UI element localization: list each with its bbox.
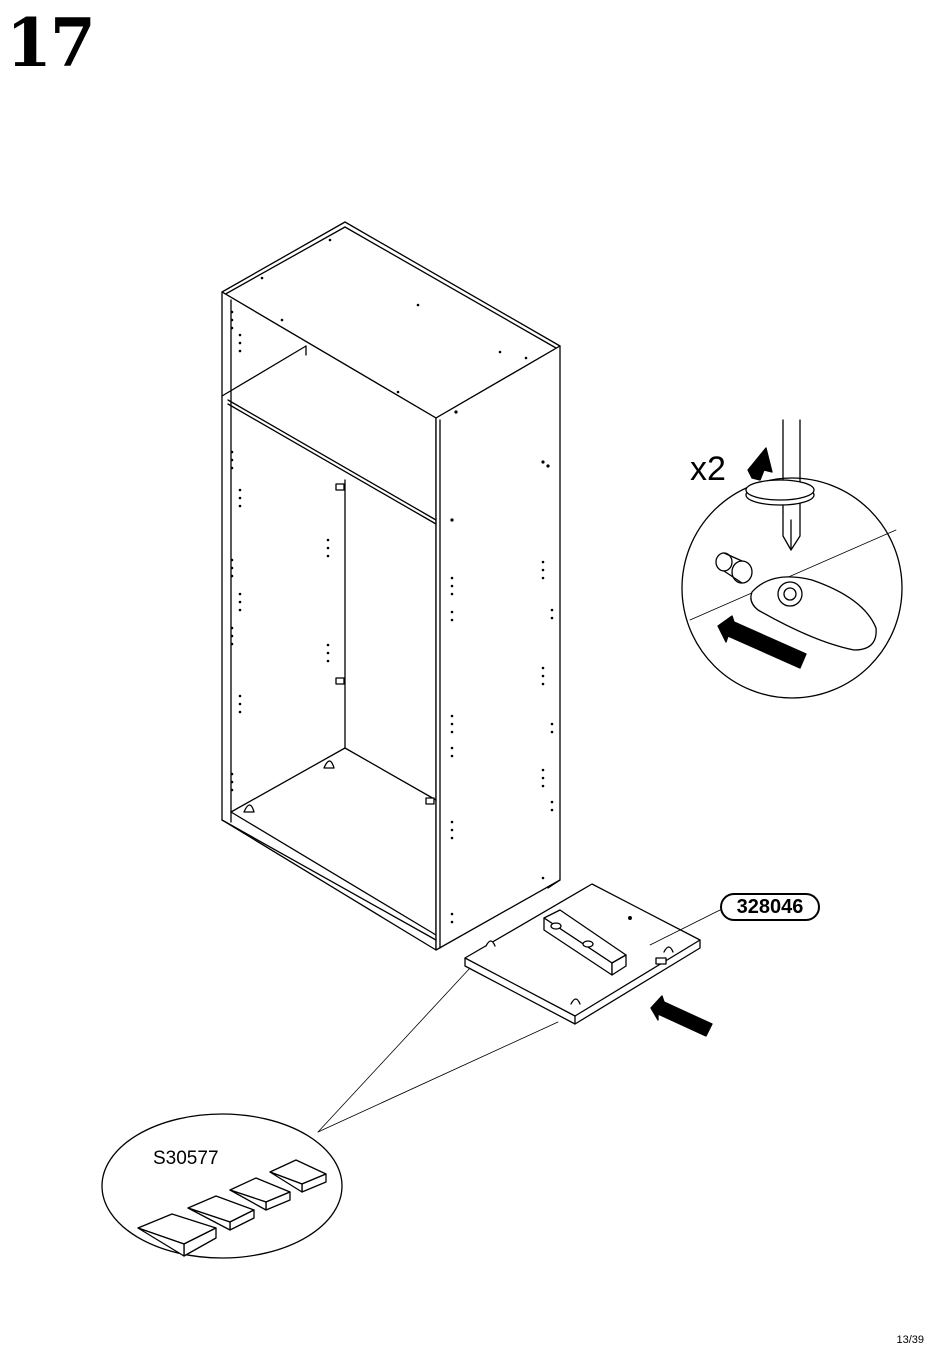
quantity-multiplier: x2 xyxy=(690,450,726,489)
wardrobe-carcass xyxy=(222,222,560,950)
part-code-label: 328046 xyxy=(720,893,820,921)
push-arrow-icon xyxy=(651,996,712,1036)
hardware-code-label: S30577 xyxy=(153,1148,219,1170)
hardware-detail-circle xyxy=(102,1114,342,1258)
leader-lines xyxy=(318,968,558,1132)
rotate-clockwise-icon xyxy=(746,448,814,505)
